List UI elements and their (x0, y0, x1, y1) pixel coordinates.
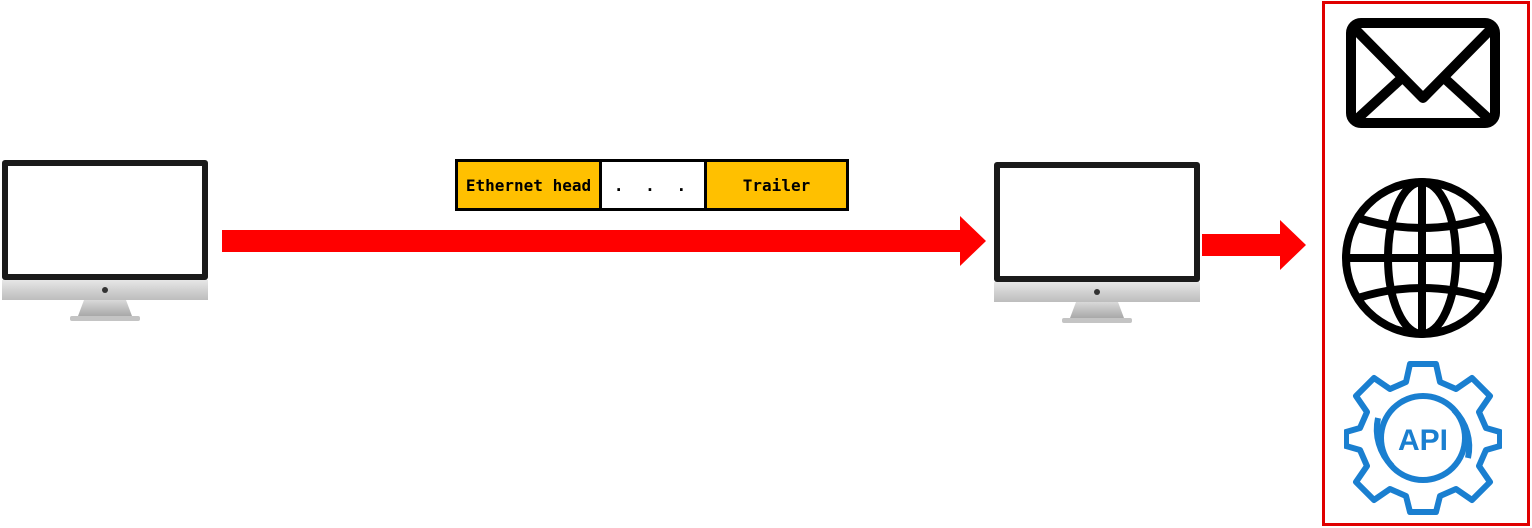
delivery-arrow (1202, 220, 1306, 270)
ethernet-head-segment: Ethernet head (458, 162, 602, 208)
sender-computer-icon (2, 160, 208, 321)
api-gear-icon: API (1344, 361, 1502, 515)
ethernet-frame: Ethernet head . . . Trailer (455, 159, 849, 211)
globe-icon (1342, 178, 1502, 338)
payload-ellipsis-segment: . . . (602, 162, 707, 208)
transmission-arrow (222, 216, 986, 266)
receiver-computer-icon (994, 162, 1200, 323)
api-label: API (1398, 424, 1448, 457)
trailer-segment: Trailer (707, 162, 846, 208)
mail-icon (1346, 18, 1500, 128)
